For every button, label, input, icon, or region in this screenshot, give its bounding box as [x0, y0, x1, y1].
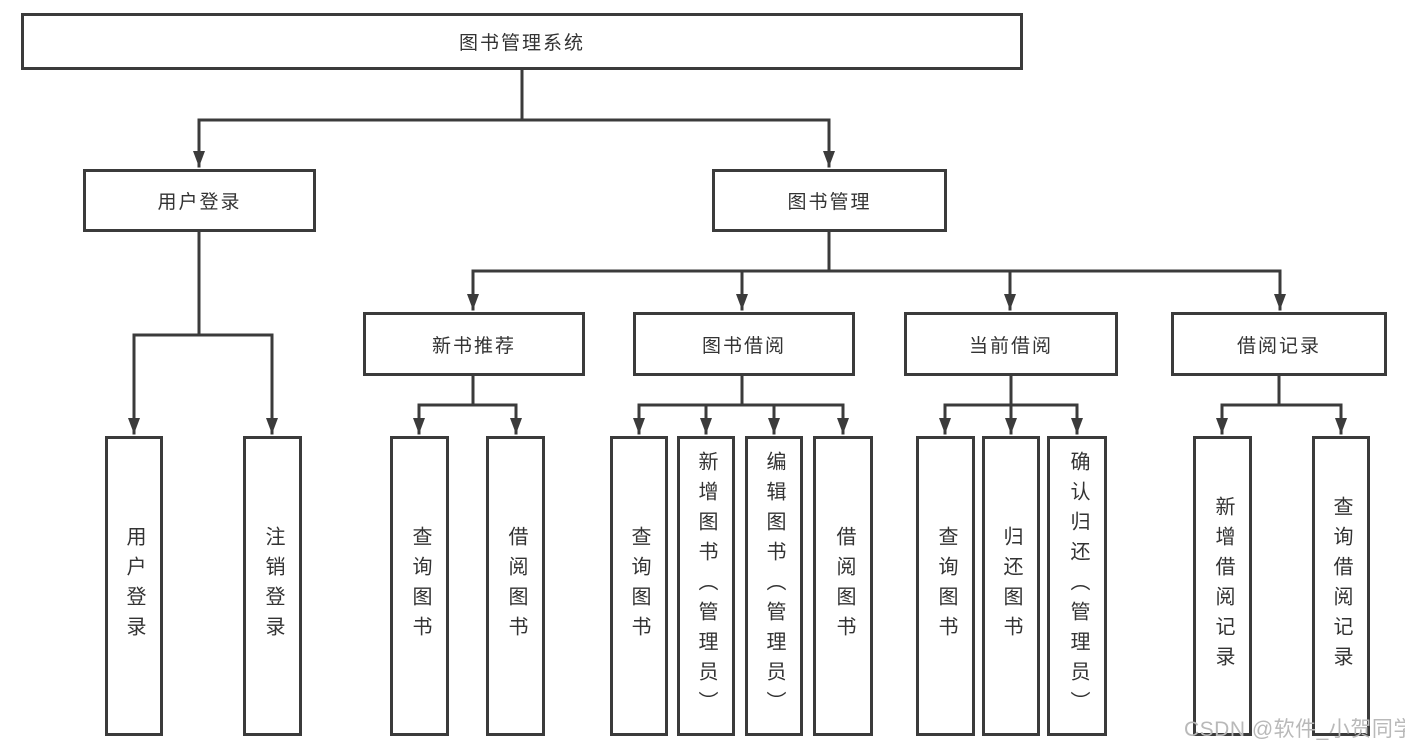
leaf-edit-books-admin: 编辑图书（管理员） [745, 436, 803, 736]
leaf-add-books-admin: 新增图书（管理员） [677, 436, 735, 736]
leaf-add-borrow-record: 新增借阅记录 [1193, 436, 1252, 736]
csdn-watermark: CSDN @软件_小贺同学 [1184, 718, 1405, 741]
leaf-user-login: 用户登录 [105, 436, 163, 736]
node-current-borrowing: 当前借阅 [904, 312, 1118, 376]
node-user-login-branch: 用户登录 [83, 169, 316, 232]
leaf-confirm-return-admin: 确认归还（管理员） [1047, 436, 1107, 736]
node-library-management-system: 图书管理系统 [21, 13, 1023, 70]
leaf-return-books: 归还图书 [982, 436, 1040, 736]
node-new-book-recommendation: 新书推荐 [363, 312, 585, 376]
leaf-logout: 注销登录 [243, 436, 302, 736]
node-book-borrowing: 图书借阅 [633, 312, 855, 376]
node-borrowing-records: 借阅记录 [1171, 312, 1387, 376]
leaf-borrow-books-1: 借阅图书 [486, 436, 545, 736]
leaf-query-borrow-record: 查询借阅记录 [1312, 436, 1370, 736]
leaf-query-books-2: 查询图书 [610, 436, 668, 736]
leaf-query-books-3: 查询图书 [916, 436, 975, 736]
node-book-management-branch: 图书管理 [712, 169, 947, 232]
leaf-borrow-books-2: 借阅图书 [813, 436, 873, 736]
leaf-query-books-1: 查询图书 [390, 436, 449, 736]
